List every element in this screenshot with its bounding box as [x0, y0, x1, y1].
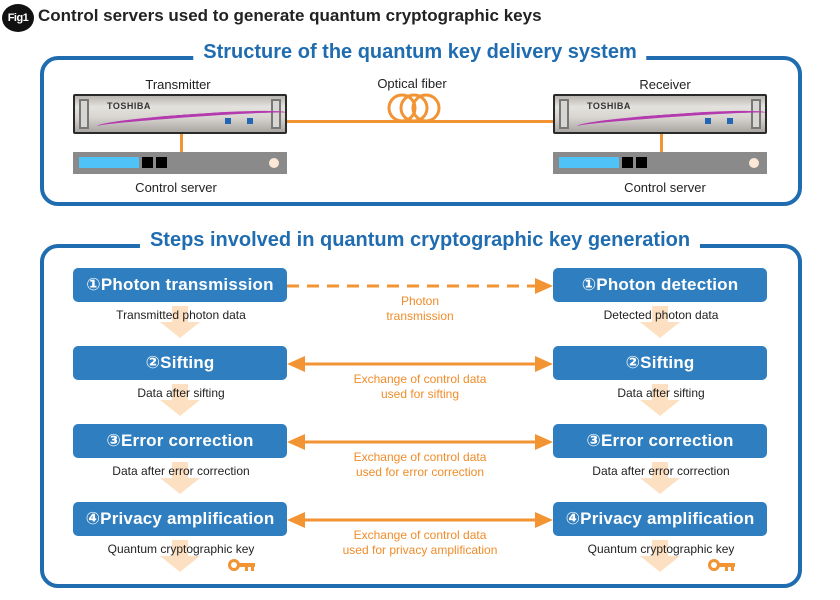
- step-right-photon-detection: ①Photon detection: [553, 268, 767, 302]
- step-left-error-correction: ③Error correction: [73, 424, 287, 458]
- server-indicator: [622, 157, 633, 168]
- device-brand: TOSHIBA: [587, 101, 631, 111]
- receiver-device: TOSHIBA: [553, 94, 767, 134]
- step-left-output: Data after error correction: [112, 464, 250, 478]
- device-port-icon: [247, 118, 253, 124]
- link-label-privacy-amplification: Exchange of control data used for privac…: [343, 528, 498, 558]
- down-arrow-icon: [160, 384, 200, 416]
- link-label-line: used for sifting: [380, 387, 460, 401]
- step-right-output: Quantum cryptographic key: [587, 542, 735, 556]
- link-label-line: Exchange of control data: [353, 450, 487, 464]
- control-server-right: [553, 152, 767, 174]
- step-right-sifting: ②Sifting: [553, 346, 767, 380]
- receiver-label: Receiver: [639, 77, 691, 92]
- device-handle-icon: [559, 99, 569, 129]
- figure-title: Control servers used to generate quantum…: [38, 6, 542, 25]
- step-left-sifting: ②Sifting: [73, 346, 287, 380]
- down-arrow-icon: [640, 306, 680, 338]
- control-server-left-label: Control server: [135, 180, 217, 195]
- key-icon: [228, 559, 255, 571]
- link-label-line: used for privacy amplification: [342, 543, 498, 557]
- server-indicator: [156, 157, 167, 168]
- step-right-output: Data after error correction: [592, 464, 730, 478]
- link-label-line: Photon: [400, 294, 440, 308]
- step-left-output: Data after sifting: [137, 386, 225, 400]
- error-correction-exchange-arrow: [287, 434, 553, 450]
- down-arrow-icon: [640, 384, 680, 416]
- link-label-sifting: Exchange of control data used for siftin…: [354, 372, 487, 402]
- device-handle-icon: [79, 99, 89, 129]
- server-indicator: [142, 157, 153, 168]
- link-label-photon-transmission: Photon transmission: [386, 294, 453, 324]
- device-port-icon: [225, 118, 231, 124]
- link-label-line: Exchange of control data: [353, 372, 487, 386]
- link-label-line: used for error correction: [355, 465, 485, 479]
- step-left-photon-transmission: ①Photon transmission: [73, 268, 287, 302]
- step-right-error-correction: ③Error correction: [553, 424, 767, 458]
- link-label-error-correction: Exchange of control data used for error …: [354, 450, 487, 480]
- structure-section-title: Structure of the quantum key delivery sy…: [193, 41, 647, 64]
- down-arrow-icon: [160, 306, 200, 338]
- receiver-server-connector: [660, 134, 663, 152]
- device-fiber-icon: [96, 107, 285, 132]
- step-left-privacy-amplification: ④Privacy amplification: [73, 502, 287, 536]
- transmitter-label: Transmitter: [145, 77, 211, 92]
- transmitter-device: TOSHIBA: [73, 94, 287, 134]
- step-left-output: Quantum cryptographic key: [107, 542, 255, 556]
- link-label-line: Exchange of control data: [353, 528, 487, 542]
- server-led-icon: [269, 158, 279, 168]
- step-right-output: Detected photon data: [603, 308, 719, 322]
- transmitter-server-connector: [180, 134, 183, 152]
- optical-fiber-label: Optical fiber: [377, 76, 447, 91]
- down-arrow-icon: [160, 462, 200, 494]
- key-icon: [708, 559, 735, 571]
- device-port-icon: [705, 118, 711, 124]
- device-handle-icon: [271, 99, 281, 129]
- device-port-icon: [727, 118, 733, 124]
- fiber-coil-icon: [387, 93, 441, 123]
- step-left-output: Transmitted photon data: [116, 308, 246, 322]
- control-server-left: [73, 152, 287, 174]
- step-right-output: Data after sifting: [617, 386, 705, 400]
- down-arrow-icon: [640, 540, 680, 572]
- server-status-bar: [79, 157, 139, 168]
- step-right-privacy-amplification: ④Privacy amplification: [553, 502, 767, 536]
- control-server-right-label: Control server: [624, 180, 706, 195]
- figure-badge: Fig1: [2, 4, 34, 32]
- server-status-bar: [559, 157, 619, 168]
- server-led-icon: [749, 158, 759, 168]
- device-fiber-icon: [576, 107, 765, 132]
- down-arrow-icon: [640, 462, 680, 494]
- privacy-amplification-exchange-arrow: [287, 512, 553, 528]
- device-brand: TOSHIBA: [107, 101, 151, 111]
- steps-section-title: Steps involved in quantum cryptographic …: [139, 229, 701, 252]
- server-indicator: [636, 157, 647, 168]
- device-handle-icon: [751, 99, 761, 129]
- photon-transmission-arrow: [287, 278, 553, 294]
- link-label-line: transmission: [386, 309, 454, 323]
- optical-fiber-line: [287, 120, 553, 123]
- sifting-exchange-arrow: [287, 356, 553, 372]
- down-arrow-icon: [160, 540, 200, 572]
